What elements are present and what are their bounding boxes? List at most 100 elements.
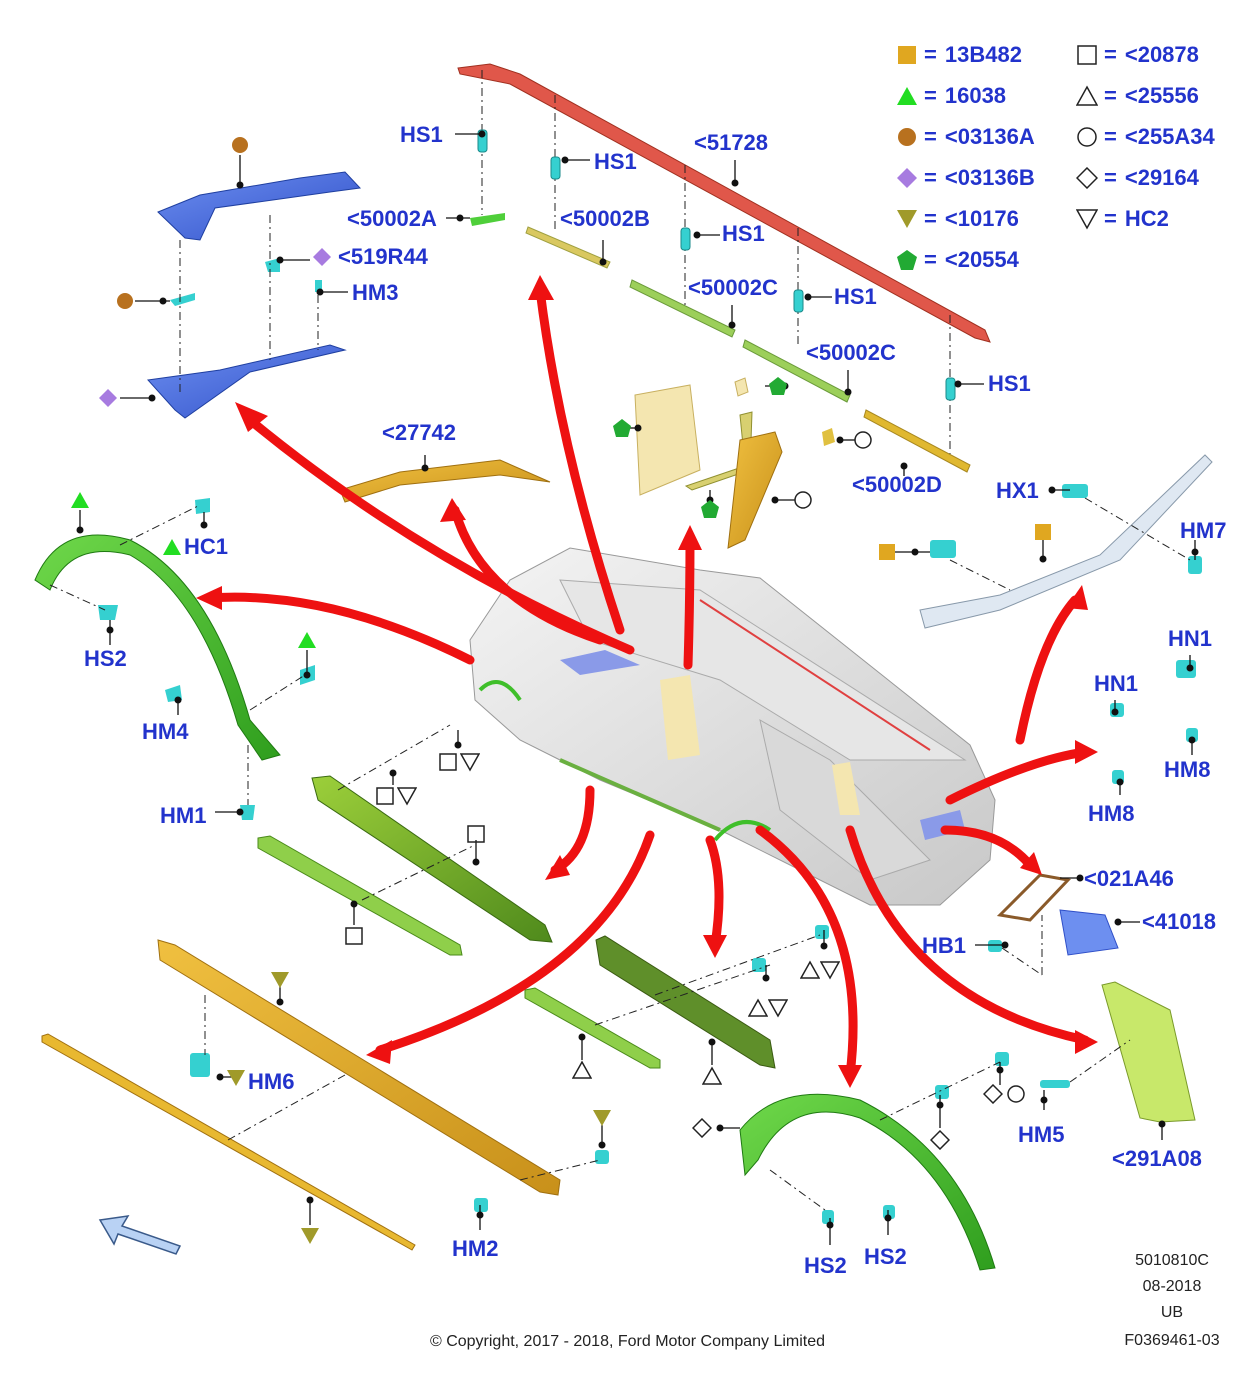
callout-hb1: HB1 (922, 933, 967, 958)
diamond-outline-icon (930, 1130, 950, 1150)
triangle-outline-icon (800, 960, 820, 979)
callout-519r44: <519R44 (338, 244, 428, 269)
diamond-outline-icon (692, 1118, 712, 1138)
reference-code: 5010810C (1135, 1252, 1209, 1269)
diamond-filled-icon (99, 389, 117, 407)
figure-id: F0369461-03 (1124, 1332, 1220, 1349)
callout-hn1: HN1 (1094, 671, 1139, 696)
legend-equals: = (924, 206, 937, 231)
circle-filled-icon (117, 293, 133, 309)
pentagon-filled-icon (897, 250, 917, 270)
legend-code: 13B482 (944, 42, 1022, 67)
callout-hn1: HN1 (1168, 626, 1213, 651)
triangle-down-filled-icon (227, 1070, 245, 1086)
callout-hm6: HM6 (248, 1069, 295, 1094)
callout-hm1: HM1 (160, 803, 207, 828)
rocker-leaders (204, 995, 601, 1181)
legend-code: HC2 (1124, 206, 1169, 231)
legend-item: = 16038 (896, 83, 1006, 109)
legend-item: = <20878 (1076, 42, 1199, 68)
red-indicator-arrows (205, 285, 1090, 1080)
legend-code: <29164 (1124, 165, 1199, 190)
square-filled-icon (879, 544, 895, 560)
diamond-filled-icon (313, 248, 331, 266)
front-door-molding (257, 775, 553, 956)
legend-code: <03136B (944, 165, 1035, 190)
triangle-outline-icon (572, 1060, 592, 1079)
legend-equals: = (924, 42, 937, 67)
callout-hc1: HC1 (184, 534, 229, 559)
callout-021a46: <021A46 (1084, 866, 1174, 891)
callout-50002b: <50002B (560, 206, 650, 231)
rear-quarter-leaders (1001, 915, 1131, 1083)
square-outline-icon (467, 825, 485, 843)
view-direction-arrow-icon (98, 1215, 182, 1255)
legend-equals: = (1104, 206, 1117, 231)
square-filled-icon (1035, 524, 1051, 540)
callout-hm5: HM5 (1018, 1122, 1065, 1147)
triangle-down-outline-icon (768, 999, 788, 1018)
callout-50002c: <50002C (806, 340, 896, 365)
legend-code: 16038 (944, 83, 1007, 108)
roof-strip-50002a (470, 213, 505, 226)
triangle-down-filled-icon (301, 1228, 319, 1244)
triangle-filled-icon (298, 632, 316, 648)
triangle-filled-icon (897, 87, 917, 105)
callout-hs1: HS1 (594, 149, 637, 174)
liftgate-molding (919, 454, 1213, 629)
diamond-outline-icon (1076, 167, 1098, 189)
a-pillar-molding (146, 171, 362, 419)
region-code: UB (1160, 1304, 1184, 1321)
pillar-appliques (634, 377, 835, 549)
pentagon-filled-icon (613, 419, 631, 437)
legend-equals: = (924, 247, 937, 272)
roof-strip-50002c-b (742, 339, 851, 403)
rear-door-leaders (594, 934, 821, 1026)
circle-outline-icon (794, 491, 812, 509)
vehicle-body (469, 547, 996, 906)
callout-hs1: HS1 (722, 221, 765, 246)
triangle-down-outline-icon (460, 753, 480, 772)
legend-equals: = (1104, 124, 1117, 149)
a-pillar-leaders (179, 215, 319, 395)
legend-item: =<25556 (1076, 83, 1199, 109)
liftgate-leaders (949, 497, 1191, 591)
front-arch-leaders (49, 504, 306, 805)
circle-outline-icon (854, 431, 872, 449)
legend-equals: = (1104, 165, 1117, 190)
square-outline-icon (345, 927, 363, 945)
hs1-clips (481, 70, 951, 455)
diamond-filled-icon (897, 168, 917, 188)
copyright-notice: © Copyright, 2017 - 2018, Ford Motor Com… (429, 1333, 826, 1350)
legend-equals: = (1104, 42, 1117, 67)
legend-item: =<20554 (896, 247, 1019, 273)
rear-door-molding (524, 925, 829, 1069)
legend-item: = <29164 (1076, 165, 1199, 191)
triangle-outline-icon (1076, 85, 1098, 106)
legend-code: <25556 (1124, 83, 1199, 108)
square-outline-icon (1077, 45, 1097, 65)
triangle-filled-icon (71, 492, 89, 508)
callout-hs1: HS1 (988, 371, 1031, 396)
legend-equals: = (924, 83, 937, 108)
rear-arch-leaders (769, 1061, 1001, 1211)
square-filled-icon (898, 46, 916, 64)
roof-rail-molding (457, 63, 991, 343)
pentagon-filled-icon (701, 500, 719, 518)
callout-hx1: HX1 (996, 478, 1039, 503)
pentagon-filled-icon (769, 377, 787, 395)
triangle-down-outline-icon (820, 961, 840, 980)
callout-27742: <27742 (382, 420, 457, 445)
callout-50002d: <50002D (852, 472, 942, 497)
triangle-filled-icon (163, 539, 181, 555)
legend-code: <20878 (1124, 42, 1199, 67)
roof-strip-50002b (525, 226, 611, 269)
triangle-down-outline-icon (397, 787, 417, 806)
callout-hs1: HS1 (400, 122, 443, 147)
triangle-down-outline-icon (1076, 209, 1098, 230)
callout-hm3: HM3 (352, 280, 399, 305)
legend-code: <255A34 (1124, 124, 1215, 149)
legend-item: = 13B482 (896, 42, 1022, 68)
callout-hm2: HM2 (452, 1236, 499, 1261)
roof-strip-50002d (863, 409, 971, 473)
